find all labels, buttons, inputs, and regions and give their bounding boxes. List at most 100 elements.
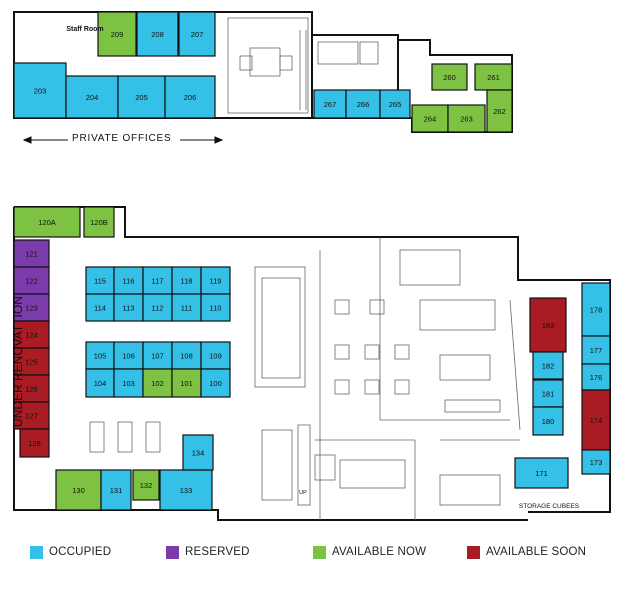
room-120A-fill bbox=[13, 206, 81, 238]
room-173-label: 173 bbox=[590, 458, 603, 467]
room-266-fill bbox=[345, 89, 381, 119]
room-130-label: 130 bbox=[72, 486, 85, 495]
room-108-fill bbox=[171, 341, 202, 370]
room-125-label: 125 bbox=[25, 358, 38, 367]
room-263-label: 263 bbox=[460, 115, 473, 124]
room-113-fill bbox=[113, 293, 144, 322]
room-127: 127 bbox=[13, 401, 50, 430]
room-178-fill bbox=[581, 282, 611, 337]
legend-item-available-soon: AVAILABLE SOON bbox=[467, 544, 586, 560]
room-260-label: 260 bbox=[443, 73, 456, 82]
room-182-fill bbox=[532, 351, 564, 380]
room-109-label: 109 bbox=[209, 352, 222, 361]
room-120B-fill bbox=[83, 206, 115, 238]
room-100-label: 100 bbox=[209, 379, 222, 388]
stairs-up-label: UP bbox=[299, 490, 307, 496]
room-208: 208 bbox=[136, 11, 179, 57]
room-261: 261 bbox=[474, 63, 513, 91]
room-266-label: 266 bbox=[357, 100, 370, 109]
room-264-label: 264 bbox=[424, 115, 437, 124]
room-177-fill bbox=[581, 335, 611, 365]
room-207-label: 207 bbox=[191, 30, 204, 39]
room-120B-label: 120B bbox=[90, 218, 108, 227]
room-174: 174 bbox=[581, 389, 611, 451]
room-183-label: 183 bbox=[542, 321, 555, 330]
room-102: 102 bbox=[142, 368, 173, 398]
room-108-label: 108 bbox=[180, 352, 193, 361]
room-103-fill bbox=[113, 368, 144, 398]
room-265-label: 265 bbox=[389, 100, 402, 109]
room-128-label: 128 bbox=[28, 439, 41, 448]
private-offices-label: PRIVATE OFFICES bbox=[72, 133, 172, 144]
room-120A-label: 120A bbox=[38, 218, 56, 227]
room-120B: 120B bbox=[83, 206, 115, 238]
room-133-fill bbox=[159, 469, 213, 511]
room-103: 103 bbox=[113, 368, 144, 398]
room-115: 115 bbox=[85, 266, 115, 295]
room-116-label: 116 bbox=[123, 277, 135, 286]
room-105-label: 105 bbox=[94, 352, 107, 361]
room-134: 134 bbox=[182, 434, 214, 471]
room-206-fill bbox=[164, 75, 216, 119]
room-126: 126 bbox=[13, 374, 50, 403]
room-207-fill bbox=[178, 11, 216, 57]
legend-label-available-now: AVAILABLE NOW bbox=[332, 546, 427, 558]
room-117-label: 117 bbox=[152, 277, 164, 286]
room-106: 106 bbox=[113, 341, 144, 370]
interior-lines bbox=[89, 17, 521, 520]
legend: OCCUPIED RESERVED AVAILABLE NOW AVAILABL… bbox=[30, 544, 610, 562]
room-100-fill bbox=[200, 368, 231, 398]
room-104-fill bbox=[85, 368, 115, 398]
room-114: 114 bbox=[85, 293, 115, 322]
room-102-label: 102 bbox=[151, 379, 164, 388]
room-180-label: 180 bbox=[542, 417, 555, 426]
room-119: 119 bbox=[200, 266, 231, 295]
room-104-label: 104 bbox=[94, 379, 107, 388]
room-174-label: 174 bbox=[590, 416, 603, 425]
room-103-label: 103 bbox=[122, 379, 135, 388]
room-115-label: 115 bbox=[94, 277, 106, 286]
room-134-label: 134 bbox=[192, 449, 205, 458]
room-264: 264 bbox=[411, 104, 449, 133]
room-115-fill bbox=[85, 266, 115, 295]
room-133: 133 bbox=[159, 469, 213, 511]
room-128-fill bbox=[19, 428, 50, 458]
room-171-fill bbox=[514, 457, 569, 489]
room-110-fill bbox=[200, 293, 231, 322]
room-121-label: 121 bbox=[25, 250, 38, 259]
room-208-fill bbox=[136, 11, 179, 57]
room-173-fill bbox=[581, 449, 611, 475]
room-114-fill bbox=[85, 293, 115, 322]
room-134-fill bbox=[182, 434, 214, 471]
room-171-label: 171 bbox=[535, 469, 548, 478]
room-122: 122 bbox=[13, 266, 50, 295]
room-118-label: 118 bbox=[181, 277, 193, 286]
legend-swatch-available-soon bbox=[467, 545, 480, 559]
legend-swatch-reserved bbox=[166, 545, 179, 559]
room-180-fill bbox=[532, 406, 564, 436]
room-117: 117 bbox=[142, 266, 173, 295]
room-131: 131 bbox=[100, 469, 132, 511]
room-106-fill bbox=[113, 341, 144, 370]
room-109: 109 bbox=[200, 341, 231, 370]
legend-label-reserved: RESERVED bbox=[185, 546, 250, 558]
room-203-label: 203 bbox=[34, 87, 47, 96]
room-182-label: 182 bbox=[542, 362, 555, 371]
room-123: 123 bbox=[13, 293, 50, 322]
room-182: 182 bbox=[532, 351, 564, 380]
room-176: 176 bbox=[581, 363, 611, 391]
room-267: 267 bbox=[313, 89, 347, 119]
room-209-label: 209 bbox=[111, 30, 124, 39]
room-130: 130 bbox=[55, 469, 102, 511]
room-263: 263 bbox=[447, 104, 486, 133]
room-260: 260 bbox=[431, 63, 468, 91]
room-116: 116 bbox=[113, 266, 144, 295]
room-124-label: 124 bbox=[25, 331, 38, 340]
room-106-label: 106 bbox=[122, 352, 135, 361]
room-104: 104 bbox=[85, 368, 115, 398]
room-127-fill bbox=[13, 401, 50, 430]
room-205: 205 bbox=[117, 75, 166, 119]
room-204-label: 204 bbox=[86, 93, 99, 102]
